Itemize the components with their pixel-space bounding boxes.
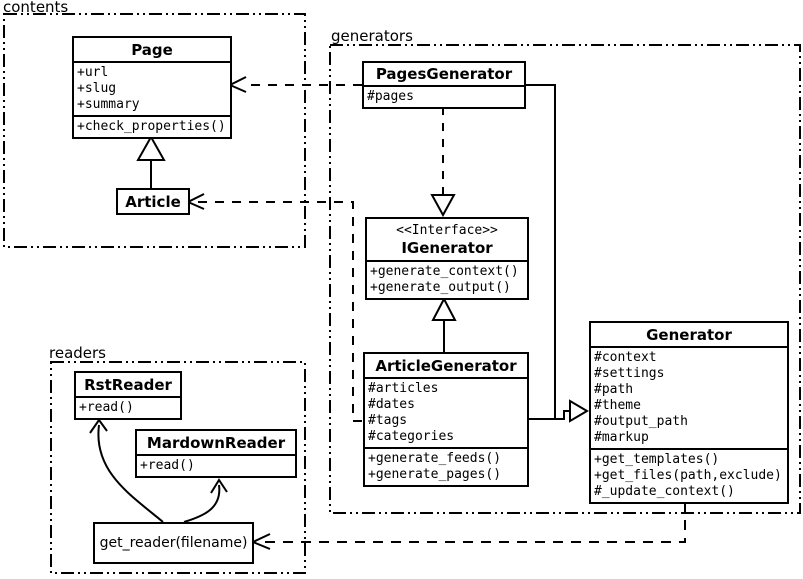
class-articlegenerator-title: ArticleGenerator (375, 357, 517, 375)
class-rstreader-title: RstReader (84, 376, 172, 394)
attribute: #dates (368, 397, 415, 412)
attribute: +summary (77, 97, 140, 112)
attribute: +url (77, 65, 109, 80)
class-page: Page +url +slug +summary +check_properti… (72, 36, 232, 139)
method: +generate_pages() (368, 467, 502, 482)
package-border-contents (3, 13, 306, 248)
generalization-articlegenerator-generator-line (525, 410, 570, 420)
attribute: #tags (368, 413, 408, 428)
class-mardownreader-title: MardownReader (146, 434, 286, 452)
method: +generate_feeds() (368, 451, 502, 466)
method: +read() (79, 400, 134, 415)
class-mardownreader-methods: +read() (137, 454, 295, 476)
class-mardownreader: MardownReader +read() (135, 429, 297, 478)
attribute: +slug (77, 81, 117, 96)
package-label-contents: contents (3, 0, 69, 16)
package-border-generators (329, 44, 801, 514)
link-getreader-rstreader-curve (97, 424, 164, 523)
method: +get_files(path,exclude) (594, 468, 782, 483)
link-getreader-mardownreader-arrowhead (210, 478, 228, 494)
class-generator: Generator #context #settings #path #them… (589, 321, 789, 504)
class-generator-title: Generator (646, 326, 732, 344)
class-pagesgenerator-title: PagesGenerator (375, 65, 513, 83)
realization-pagesgenerator-igenerator-triangle (430, 194, 456, 218)
class-pagesgenerator-attributes: #pages (364, 85, 524, 107)
class-articlegenerator: ArticleGenerator #articles #dates #tags … (363, 352, 529, 487)
method: +check_properties() (77, 119, 226, 134)
class-igenerator-title: IGenerator (401, 239, 493, 257)
package-label-generators: generators (331, 27, 413, 45)
class-article: Article (116, 188, 190, 215)
attribute: #path (594, 382, 634, 397)
dependency-articlegenerator-article-line (190, 201, 362, 422)
class-articlegenerator-methods: +generate_feeds() +generate_pages() (365, 447, 527, 485)
function-box-get-reader: get_reader(filename) (93, 522, 254, 564)
generalization-articlegenerator-igenerator-triangle (431, 296, 457, 321)
class-rstreader: RstReader +read() (74, 371, 182, 420)
function-box-get-reader-label: get_reader(filename) (99, 535, 248, 551)
class-igenerator: <<Interface>> IGenerator +generate_conte… (365, 217, 529, 300)
method: +generate_context() (370, 264, 519, 279)
attribute: #theme (594, 398, 641, 413)
class-pagesgenerator: PagesGenerator #pages (362, 61, 526, 109)
attribute: #settings (594, 366, 665, 381)
package-label-readers: readers (49, 344, 106, 362)
class-rstreader-methods: +read() (76, 396, 180, 418)
class-igenerator-methods: +generate_context() +generate_output() (367, 260, 527, 298)
generalization-generator-triangle (569, 399, 589, 423)
method: +get_templates() (594, 452, 720, 467)
class-page-methods: +check_properties() (74, 115, 230, 137)
method: +generate_output() (370, 280, 511, 295)
attribute: #categories (368, 429, 455, 444)
attribute: #context (594, 350, 657, 365)
dependency-generator-getreader-line (258, 502, 686, 543)
package-border-readers (50, 361, 306, 574)
link-getreader-mardownreader-curve (183, 484, 221, 523)
class-igenerator-stereotype: <<Interface>> (396, 223, 498, 238)
method: #_update_context() (594, 484, 735, 499)
generalization-pagesgenerator-generator-line (522, 84, 556, 419)
link-getreader-rstreader-arrowhead (89, 418, 108, 434)
attribute: #pages (367, 89, 414, 104)
class-generator-methods: +get_templates() +get_files(path,exclude… (591, 448, 787, 502)
class-page-attributes: +url +slug +summary (74, 61, 230, 115)
class-page-title: Page (131, 41, 173, 59)
attribute: #output_path (594, 414, 688, 429)
class-article-title: Article (125, 193, 181, 211)
dependency-pagesgenerator-page-arrowhead (227, 76, 247, 93)
attribute: #articles (368, 381, 439, 396)
class-generator-attributes: #context #settings #path #theme #output_… (591, 346, 787, 448)
attribute: #markup (594, 430, 649, 445)
generalization-article-page-triangle (136, 134, 166, 161)
class-articlegenerator-attributes: #articles #dates #tags #categories (365, 377, 527, 447)
method: +read() (140, 458, 195, 473)
